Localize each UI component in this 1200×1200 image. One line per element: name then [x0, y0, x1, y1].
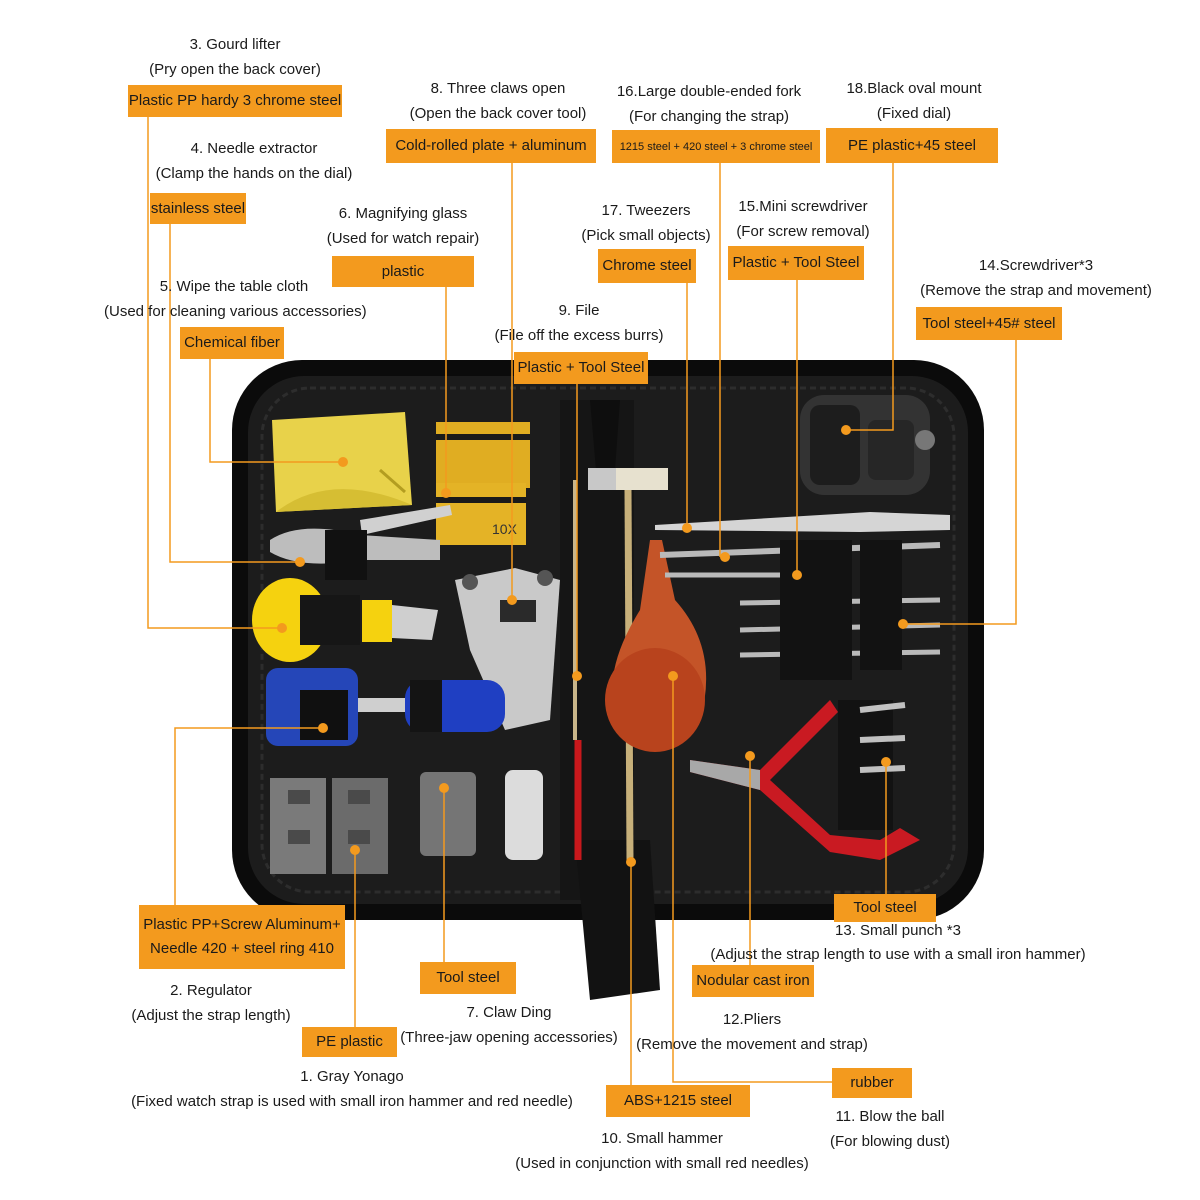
file-desc: (File off the excess burrs): [494, 327, 664, 344]
blow-ball-title: 11. Blow the ball: [835, 1108, 945, 1125]
tweezers-material: Chrome steel: [598, 249, 696, 283]
movement-holder: [800, 395, 935, 495]
screwdriver-material: Tool steel+45# steel: [916, 307, 1062, 340]
screwdriver-desc: (Remove the strap and movement): [920, 282, 1152, 299]
regulator-material: Plastic PP+Screw Aluminum+ Needle 420 + …: [139, 905, 345, 969]
table-cloth-material: Chemical fiber: [180, 327, 284, 359]
three-claws-title: 8. Three claws open: [430, 80, 566, 97]
regulator-title: 2. Regulator: [170, 982, 252, 999]
table-cloth-desc: (Used for cleaning various accessories): [104, 303, 367, 320]
small-punch-desc: (Adjust the strap length to use with a s…: [710, 946, 1086, 963]
blow-ball-material: rubber: [832, 1068, 912, 1098]
case-opener: [455, 568, 560, 730]
tweezer-tool: [655, 512, 950, 532]
pliers-title: 12.Pliers: [722, 1011, 782, 1028]
pliers-desc: (Remove the movement and strap): [636, 1036, 868, 1053]
needle-extractor-desc: (Clamp the hands on the dial): [155, 165, 353, 182]
oval-mount-title: 18.Black oval mount: [846, 80, 982, 97]
file-title: 9. File: [558, 302, 600, 319]
needle-extractor-title: 4. Needle extractor: [190, 140, 318, 157]
claw-ding-material: Tool steel: [420, 962, 516, 994]
magnifier-box: 10X: [436, 422, 530, 545]
gray-yonago-title: 1. Gray Yonago: [300, 1068, 404, 1085]
claw-ding-title: 7. Claw Ding: [466, 1004, 552, 1021]
oval-mount-material: PE plastic+45 steel: [826, 128, 998, 163]
zip-pull: [590, 400, 620, 470]
file-material: Plastic + Tool Steel: [514, 352, 648, 384]
mini-screwdriver-title: 15.Mini screwdriver: [738, 198, 868, 215]
three-claws-desc: (Open the back cover tool): [409, 105, 587, 122]
handle-strap: [575, 840, 660, 1000]
yellow-cloth: [272, 412, 412, 512]
hand-pullers: [270, 505, 452, 580]
three-claws-material: Cold-rolled plate + aluminum: [386, 129, 596, 163]
pin-box: [420, 772, 476, 856]
gourd-lifter-title: 3. Gourd lifter: [189, 36, 281, 53]
mini-screwdriver-desc: (For screw removal): [736, 223, 870, 240]
large-fork-material: 1215 steel + 420 steel + 3 chrome steel: [612, 130, 820, 163]
mini-screwdriver-material: Plastic + Tool Steel: [728, 246, 864, 280]
small-hammer-desc: (Used in conjunction with small red need…: [515, 1155, 809, 1172]
large-fork-desc: (For changing the strap): [628, 108, 790, 125]
gourd-lifter-material: Plastic PP hardy 3 chrome steel: [128, 85, 342, 117]
tweezers-desc: (Pick small objects): [581, 227, 711, 244]
small-hammer-material: ABS+1215 steel: [606, 1085, 750, 1117]
table-cloth-title: 5. Wipe the table cloth: [159, 278, 309, 295]
magnifying-glass-material: plastic: [332, 256, 474, 287]
magnifying-glass-title: 6. Magnifying glass: [338, 205, 468, 222]
regulator-desc: (Adjust the strap length): [131, 1007, 291, 1024]
gray-yonago-desc: (Fixed watch strap is used with small ir…: [131, 1093, 573, 1110]
magnifying-glass-desc: (Used for watch repair): [326, 230, 480, 247]
claw-ding-desc: (Three-jaw opening accessories): [400, 1029, 618, 1046]
small-hammer-title: 10. Small hammer: [601, 1130, 723, 1147]
screwdriver-title: 14.Screwdriver*3: [978, 257, 1094, 274]
small-punch-material: Tool steel: [834, 894, 936, 922]
oval-mount-desc: (Fixed dial): [876, 105, 952, 122]
small-punch-title: 13. Small punch *3: [835, 922, 961, 939]
blow-ball-desc: (For blowing dust): [829, 1133, 951, 1150]
gourd-lifter-desc: (Pry open the back cover): [149, 61, 321, 78]
pliers-material: Nodular cast iron: [692, 965, 814, 997]
metal-cylinder: [505, 770, 543, 860]
needle-extractor-material: stainless steel: [150, 193, 246, 224]
magnifier-box-label: 10X: [492, 521, 518, 537]
large-fork-title: 16.Large double-ended fork: [616, 83, 802, 100]
gray-yonago-material: PE plastic: [302, 1027, 397, 1057]
tweezers-title: 17. Tweezers: [601, 202, 691, 219]
